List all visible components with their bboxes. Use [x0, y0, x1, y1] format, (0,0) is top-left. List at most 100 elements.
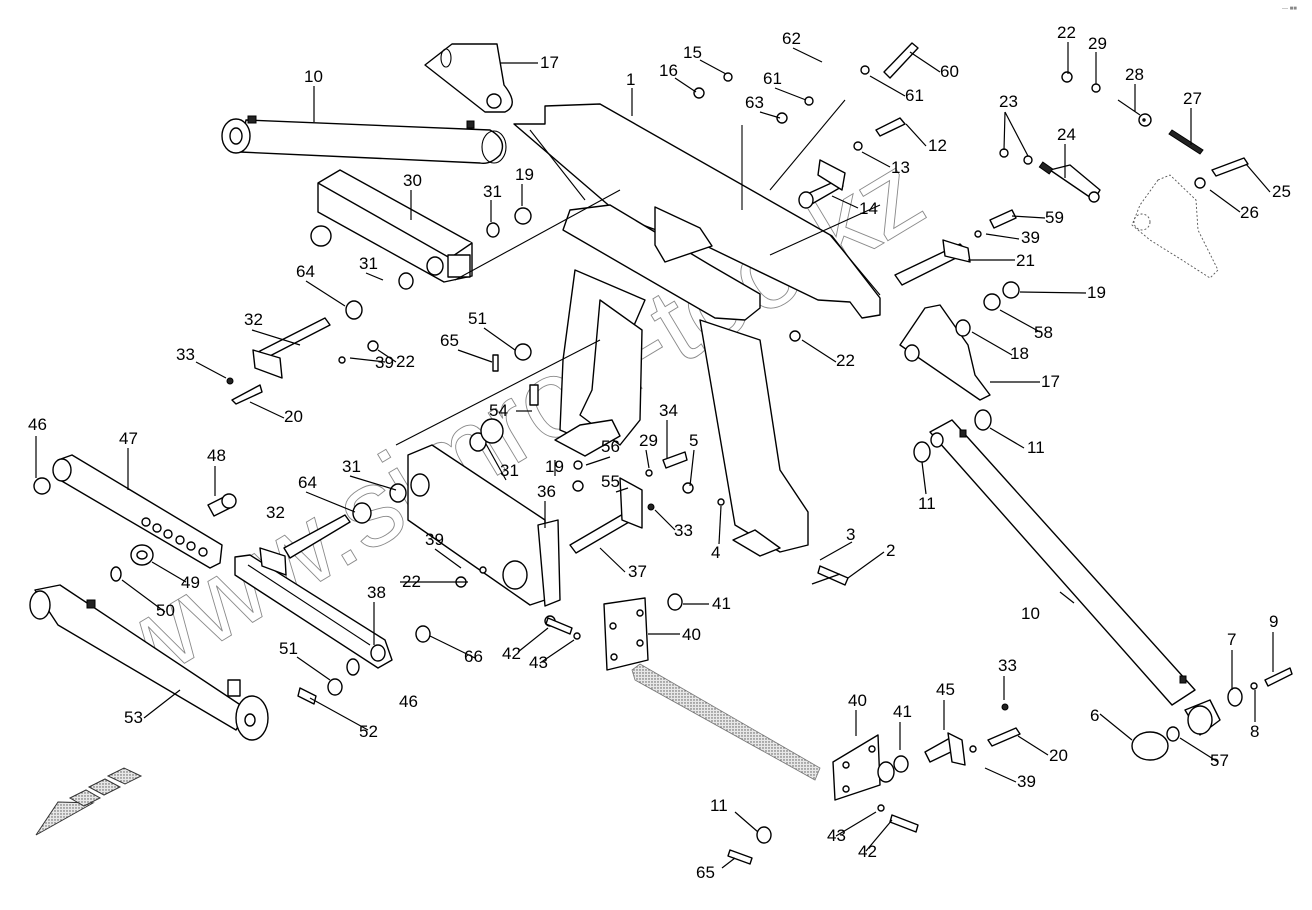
- callout-46-left[interactable]: 46: [28, 415, 47, 434]
- callout-20-left[interactable]: 20: [284, 407, 303, 426]
- callout-40-lower[interactable]: 40: [848, 691, 867, 710]
- leader-line: [143, 689, 181, 719]
- callout-17-lower[interactable]: 17: [1041, 372, 1060, 391]
- callout-19-top[interactable]: 19: [515, 165, 534, 184]
- callout-56[interactable]: 56: [601, 437, 620, 456]
- callout-41-lower[interactable]: 41: [893, 702, 912, 721]
- callout-18[interactable]: 18: [1010, 344, 1029, 363]
- callout-51-top[interactable]: 51: [468, 309, 487, 328]
- callout-2[interactable]: 2: [886, 541, 895, 560]
- callout-36[interactable]: 36: [537, 482, 556, 501]
- callout-12[interactable]: 12: [928, 136, 947, 155]
- leader-line: [699, 59, 727, 75]
- callout-50[interactable]: 50: [156, 601, 175, 620]
- callout-20-right[interactable]: 20: [1049, 746, 1068, 765]
- callout-4[interactable]: 4: [711, 543, 720, 562]
- callout-58[interactable]: 58: [1034, 323, 1053, 342]
- callout-32-lower[interactable]: 32: [266, 503, 285, 522]
- callout-29-top[interactable]: 29: [1088, 34, 1107, 53]
- callout-42-upper[interactable]: 42: [502, 644, 521, 663]
- callout-22-top[interactable]: 22: [1057, 23, 1076, 42]
- callout-9[interactable]: 9: [1269, 612, 1278, 631]
- callout-59[interactable]: 59: [1045, 208, 1064, 227]
- callout-33-left[interactable]: 33: [176, 345, 195, 364]
- callout-25[interactable]: 25: [1272, 182, 1291, 201]
- callout-46-lower[interactable]: 46: [399, 692, 418, 711]
- callout-22-left[interactable]: 22: [396, 352, 415, 371]
- callout-6[interactable]: 6: [1090, 706, 1099, 725]
- callout-3[interactable]: 3: [846, 525, 855, 544]
- part-fasteners: [226, 42, 1293, 865]
- callout-34[interactable]: 34: [659, 401, 678, 420]
- part-bushing-group-lower-right: [1131, 687, 1243, 761]
- callout-10-lower[interactable]: 10: [1021, 604, 1040, 623]
- callout-31-top[interactable]: 31: [483, 182, 502, 201]
- callout-45[interactable]: 45: [936, 680, 955, 699]
- callout-38[interactable]: 38: [367, 583, 386, 602]
- callout-60[interactable]: 60: [940, 62, 959, 81]
- callout-8[interactable]: 8: [1250, 722, 1259, 741]
- callout-28[interactable]: 28: [1125, 65, 1144, 84]
- callout-26[interactable]: 26: [1240, 203, 1259, 222]
- callout-1[interactable]: 1: [626, 70, 635, 89]
- callout-33-right[interactable]: 33: [998, 656, 1017, 675]
- callout-19-center[interactable]: 19: [545, 457, 564, 476]
- callout-42-lower[interactable]: 42: [858, 842, 877, 861]
- callout-61-right[interactable]: 61: [905, 86, 924, 105]
- callout-55[interactable]: 55: [601, 472, 620, 491]
- callout-23[interactable]: 23: [999, 92, 1018, 111]
- callout-21[interactable]: 21: [1016, 251, 1035, 270]
- callout-15[interactable]: 15: [683, 43, 702, 62]
- leader-line: [1179, 737, 1219, 763]
- callout-22-frame[interactable]: 22: [836, 351, 855, 370]
- callout-16[interactable]: 16: [659, 61, 678, 80]
- callout-39-right[interactable]: 39: [1021, 228, 1040, 247]
- callout-43-lower[interactable]: 43: [827, 826, 846, 845]
- callout-33-center[interactable]: 33: [674, 521, 693, 540]
- callout-65-top[interactable]: 65: [440, 331, 459, 350]
- callout-24[interactable]: 24: [1057, 125, 1076, 144]
- callout-49[interactable]: 49: [181, 573, 200, 592]
- callout-22-lower[interactable]: 22: [402, 572, 421, 591]
- callout-63[interactable]: 63: [745, 93, 764, 112]
- callout-39-bottom[interactable]: 39: [1017, 772, 1036, 791]
- callout-64-lower[interactable]: 64: [298, 473, 317, 492]
- callout-31-lower[interactable]: 31: [342, 457, 361, 476]
- callout-5[interactable]: 5: [689, 431, 698, 450]
- callout-57[interactable]: 57: [1210, 751, 1229, 770]
- callout-19-right[interactable]: 19: [1087, 283, 1106, 302]
- leader-line: [869, 75, 906, 97]
- callout-39-center[interactable]: 39: [425, 530, 444, 549]
- callout-13[interactable]: 13: [891, 158, 910, 177]
- callout-64-upper[interactable]: 64: [296, 262, 315, 281]
- callout-32-upper[interactable]: 32: [244, 310, 263, 329]
- callout-11-bottom[interactable]: 11: [710, 796, 728, 815]
- callout-27[interactable]: 27: [1183, 89, 1202, 108]
- callout-62[interactable]: 62: [782, 29, 801, 48]
- callout-66[interactable]: 66: [464, 647, 483, 666]
- callout-65-bottom[interactable]: 65: [696, 863, 715, 882]
- callout-11-right[interactable]: 11: [1027, 438, 1045, 457]
- callout-7[interactable]: 7: [1227, 630, 1236, 649]
- callout-41-upper[interactable]: 41: [712, 594, 731, 613]
- leader-line: [1019, 291, 1087, 294]
- callout-54[interactable]: 54: [489, 401, 508, 420]
- callout-47[interactable]: 47: [119, 429, 138, 448]
- callout-51-lower[interactable]: 51: [279, 639, 298, 658]
- callout-37[interactable]: 37: [628, 562, 647, 581]
- callout-43-upper[interactable]: 43: [529, 653, 548, 672]
- callout-31-mid[interactable]: 31: [359, 254, 378, 273]
- callout-10-upper[interactable]: 10: [304, 67, 323, 86]
- callout-48[interactable]: 48: [207, 446, 226, 465]
- callout-61-left[interactable]: 61: [763, 69, 782, 88]
- callout-52[interactable]: 52: [359, 722, 378, 741]
- callout-40-upper[interactable]: 40: [682, 625, 701, 644]
- callout-14[interactable]: 14: [859, 199, 878, 218]
- callout-29-center[interactable]: 29: [639, 431, 658, 450]
- callout-11-left[interactable]: 11: [918, 494, 936, 513]
- callout-30[interactable]: 30: [403, 171, 422, 190]
- callout-31-center[interactable]: 31: [500, 461, 519, 480]
- callout-53[interactable]: 53: [124, 708, 143, 727]
- callout-39-left[interactable]: 39: [375, 353, 394, 372]
- callout-17-upper[interactable]: 17: [540, 53, 559, 72]
